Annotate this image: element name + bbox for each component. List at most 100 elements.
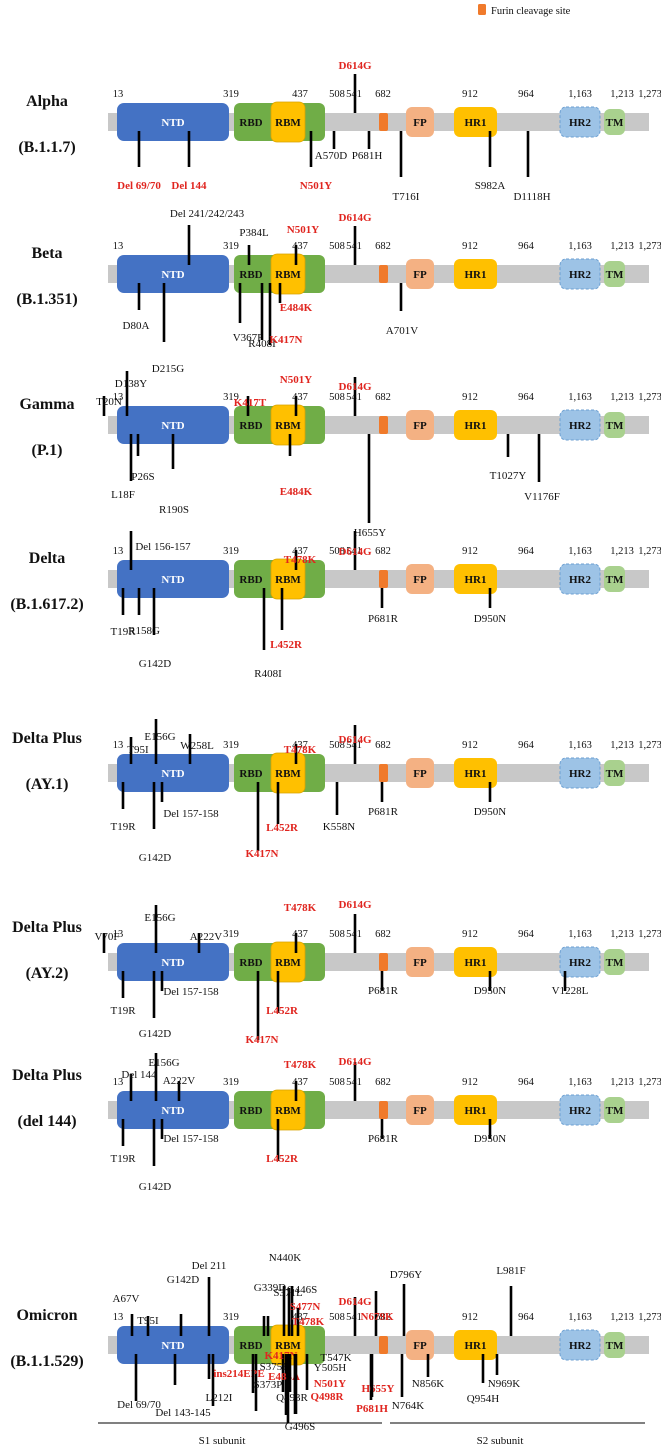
mutation-label: A67V (113, 1293, 140, 1305)
mutation-label: W258L (180, 740, 214, 752)
domain-tm (604, 1332, 625, 1358)
domain-tm-label: TM (606, 1105, 624, 1117)
domain-tm-label: TM (606, 768, 624, 780)
residue-position-label: 682 (375, 1312, 391, 1323)
residue-position-label: 912 (462, 740, 478, 751)
mutation-label: L452R (266, 1153, 299, 1165)
domain-tm (604, 412, 625, 438)
residue-position-label: 319 (223, 241, 239, 252)
furin-cleavage-site (379, 764, 388, 782)
furin-cleavage-site (379, 265, 388, 283)
mutation-label: T478K (292, 1316, 325, 1328)
domain-hr2 (559, 1329, 601, 1361)
residue-position-label: 508 (329, 546, 345, 557)
residue-position-label: 437 (292, 929, 308, 940)
domain-tm-label: TM (606, 269, 624, 281)
domain-fp (406, 107, 434, 137)
residue-position-label: 13 (113, 1312, 124, 1323)
mutation-label: E484K (280, 302, 313, 314)
mutation-label: P681H (352, 150, 383, 162)
mutation-label: E484A (268, 1371, 300, 1383)
residue-position-label: 964 (518, 241, 535, 252)
domain-ntd-label: NTD (161, 768, 184, 780)
mutation-label: T19R (110, 821, 136, 833)
mutation-label: T478K (284, 902, 317, 914)
domain-ntd (117, 560, 229, 598)
mutation-label: D138Y (115, 378, 147, 390)
residue-position-label: 1,273 (638, 929, 661, 940)
variant-name: Omicron (16, 1307, 77, 1324)
domain-rbm-label: RBM (275, 117, 301, 129)
domain-fp-label: FP (413, 1105, 427, 1117)
residue-position-label: 1,273 (638, 89, 661, 100)
mutation-label: N679K (361, 1311, 394, 1323)
domain-hr1 (454, 564, 497, 594)
mutation-label: P681H (356, 1403, 388, 1415)
mutation-label: T478K (284, 744, 317, 756)
mutation-label: T1027Y (490, 470, 527, 482)
mutation-label: E156G (144, 731, 175, 743)
domain-hr1-label: HR1 (465, 1105, 487, 1117)
domain-rbd-label: RBD (239, 269, 262, 281)
domain-hr1-label: HR1 (465, 420, 487, 432)
domain-fp-label: FP (413, 1340, 427, 1352)
domain-rbd-label: RBD (239, 574, 262, 586)
domain-tm (604, 566, 625, 592)
mutation-label: Del 157-158 (163, 808, 219, 820)
variant-lineage: (B.1.351) (16, 291, 77, 308)
mutation-label: Del 143-145 (155, 1407, 211, 1419)
domain-ntd-label: NTD (161, 957, 184, 969)
domain-fp-label: FP (413, 574, 427, 586)
residue-position-label: 682 (375, 89, 391, 100)
mutation-label: E156G (144, 912, 175, 924)
domain-hr2-label: HR2 (569, 1105, 592, 1117)
s2-subunit-label: S2 subunit (477, 1435, 524, 1447)
mutation-label: Y505H (314, 1362, 346, 1374)
mutation-label: P681R (368, 985, 399, 997)
residue-position-label: 508 (329, 89, 345, 100)
s1-subunit-label: S1 subunit (199, 1435, 246, 1447)
mutation-label: V1176F (524, 491, 560, 503)
subunit-axis: S1 subunit S2 subunit (98, 1422, 645, 1447)
domain-rbm-label: RBM (275, 420, 301, 432)
domain-fp-label: FP (413, 420, 427, 432)
residue-position-label: 437 (292, 546, 308, 557)
domain-fp-label: FP (413, 269, 427, 281)
mutation-label: T19R (110, 1153, 136, 1165)
mutation-label: G142D (139, 852, 171, 864)
mutation-label: L981F (496, 1265, 525, 1277)
residue-position-label: 13 (113, 392, 124, 403)
domain-rbd-label: RBD (239, 957, 262, 969)
domain-rbm (270, 101, 306, 143)
legend-furin-swatch (478, 4, 486, 15)
domain-hr2-label: HR2 (569, 957, 592, 969)
residue-position-label: 319 (223, 740, 239, 751)
domain-ntd-label: NTD (161, 574, 184, 586)
domain-tm (604, 760, 625, 786)
domain-fp (406, 758, 434, 788)
residue-position-label: 912 (462, 241, 478, 252)
mutation-label: D614G (339, 381, 372, 393)
residue-position-label: 964 (518, 392, 535, 403)
mutation-label: K417N (246, 1034, 279, 1046)
residue-position-label: 682 (375, 740, 391, 751)
domain-hr2-label: HR2 (569, 420, 592, 432)
mutation-label: N501Y (287, 224, 319, 236)
mutation-label: T20N (96, 396, 122, 408)
variant-row-alpha-b-1-1-7: Alpha(B.1.1.7)133194375085416829129641,1… (18, 60, 661, 203)
mutation-label: Del 69/70 (117, 180, 161, 192)
residue-position-label: 1,163 (568, 546, 592, 557)
mutation-label: T19R (110, 626, 136, 638)
mutation-label: G142D (139, 1181, 171, 1193)
residue-position-label: 1,213 (610, 1077, 634, 1088)
residue-position-label: 1,163 (568, 392, 592, 403)
mutation-label: Del 157-158 (163, 986, 219, 998)
domain-hr2-label: HR2 (569, 574, 592, 586)
mutation-label: T547K (320, 1352, 351, 1364)
domain-rbm-label: RBM (275, 1105, 301, 1117)
residue-position-label: 1,163 (568, 740, 592, 751)
domain-rbd-label: RBD (239, 420, 262, 432)
mutation-label: G142D (139, 1028, 171, 1040)
variant-name: Alpha (26, 93, 68, 110)
variant-lineage: (B.1.1.529) (10, 1353, 83, 1370)
